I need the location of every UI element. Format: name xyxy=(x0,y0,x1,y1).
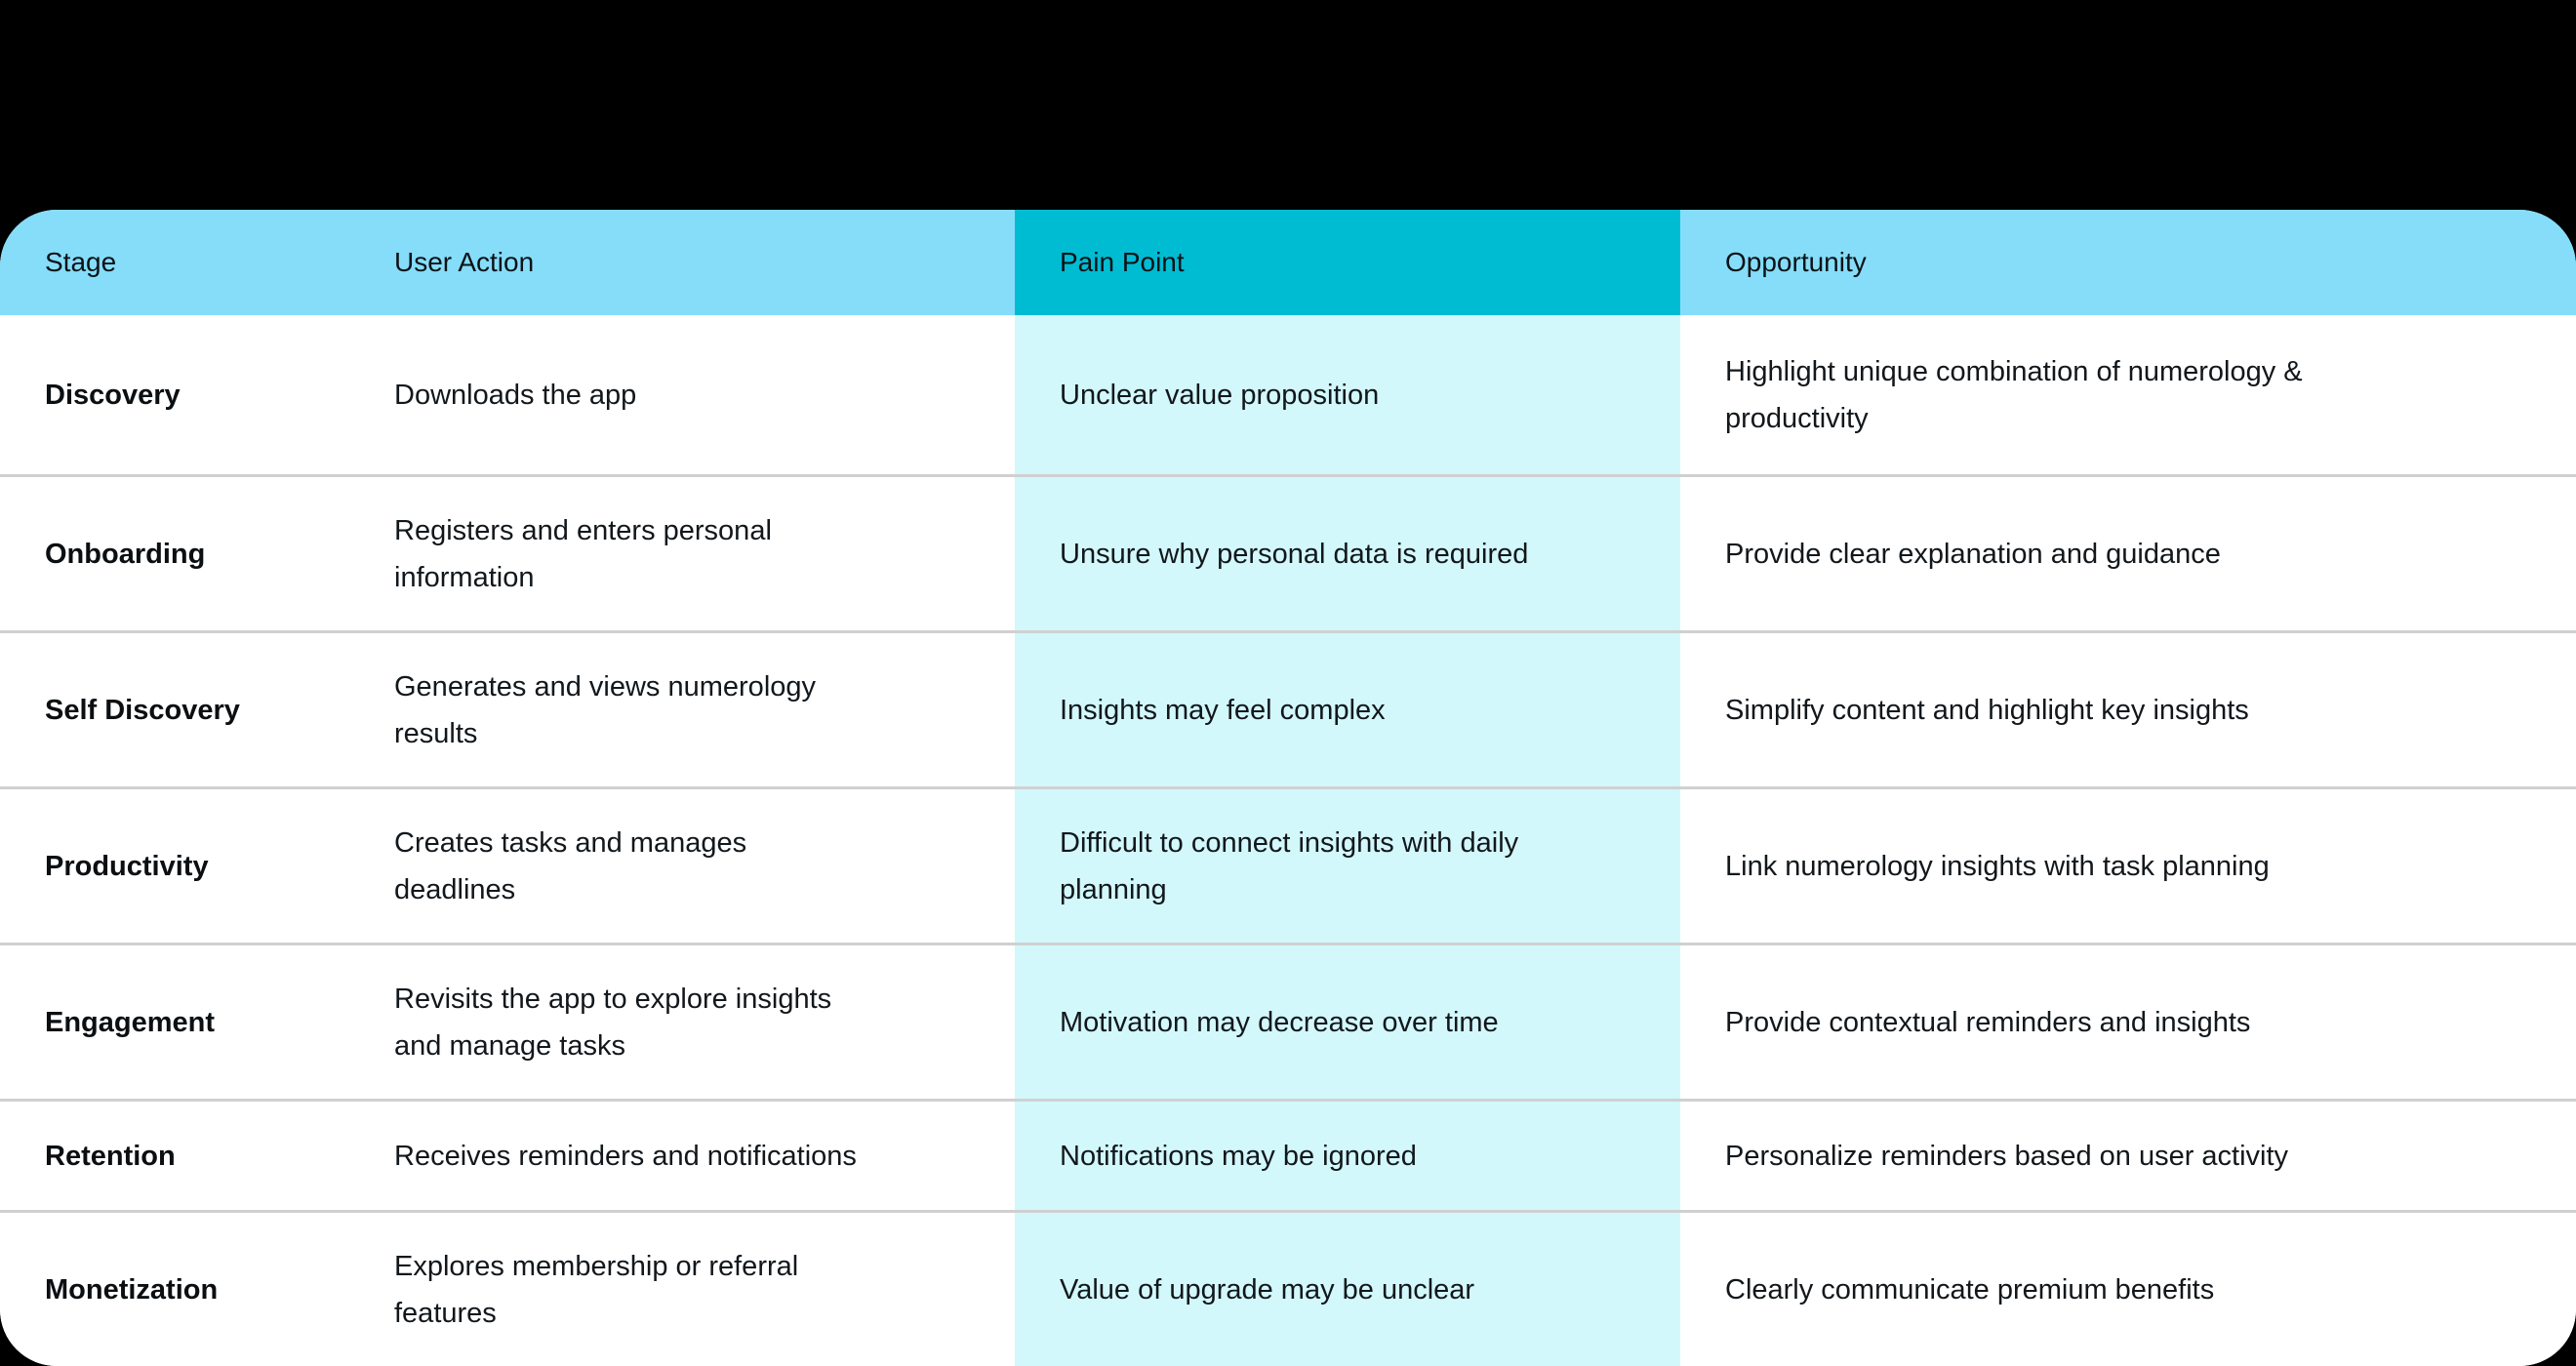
table-row: Monetization Explores membership or refe… xyxy=(0,1210,2576,1366)
table-row: Engagement Revisits the app to explore i… xyxy=(0,943,2576,1099)
pain-point-cell: Insights may feel complex xyxy=(1015,633,1680,786)
stage-cell: Discovery xyxy=(45,379,181,411)
stage-cell: Monetization xyxy=(45,1273,219,1306)
column-header-opportunity: Opportunity xyxy=(1725,247,1867,277)
stage-cell: Engagement xyxy=(45,1006,216,1038)
user-action-cell: Revisits the app to explore insights and… xyxy=(394,983,832,1062)
opportunity-cell: Clearly communicate premium benefits xyxy=(1725,1273,2215,1306)
stage-cell: Productivity xyxy=(45,850,209,882)
opportunity-cell: Provide clear explanation and guidance xyxy=(1725,538,2221,570)
pain-point-cell: Difficult to connect insights with daily… xyxy=(1015,789,1680,943)
column-header-pain-point: Pain Point xyxy=(1015,210,1680,315)
pain-point-cell: Value of upgrade may be unclear xyxy=(1015,1213,1680,1366)
table-row: Discovery Downloads the app Unclear valu… xyxy=(0,315,2576,474)
pain-point-cell: Notifications may be ignored xyxy=(1015,1102,1680,1210)
table-body: Discovery Downloads the app Unclear valu… xyxy=(0,315,2576,1366)
user-action-cell: Explores membership or referral features xyxy=(394,1250,799,1329)
user-action-cell: Registers and enters personal informatio… xyxy=(394,514,772,593)
opportunity-cell: Highlight unique combination of numerolo… xyxy=(1725,355,2303,434)
user-action-cell: Downloads the app xyxy=(394,379,637,411)
column-header-user-action: User Action xyxy=(394,247,535,277)
stage-cell: Self Discovery xyxy=(45,694,240,726)
opportunity-cell: Simplify content and highlight key insig… xyxy=(1725,694,2249,726)
opportunity-cell: Personalize reminders based on user acti… xyxy=(1725,1140,2289,1172)
pain-point-cell: Unsure why personal data is required xyxy=(1015,477,1680,630)
table-header-row: Stage User Action Pain Point Opportunity xyxy=(0,210,2576,315)
user-journey-table-card: Stage User Action Pain Point Opportunity… xyxy=(0,210,2576,1366)
stage-cell: Onboarding xyxy=(45,538,206,570)
table-row: Self Discovery Generates and views numer… xyxy=(0,630,2576,786)
table-row: Productivity Creates tasks and manages d… xyxy=(0,786,2576,943)
stage-cell: Retention xyxy=(45,1140,176,1172)
user-action-cell: Generates and views numerology results xyxy=(394,670,817,749)
table-row: Retention Receives reminders and notific… xyxy=(0,1099,2576,1210)
pain-point-cell: Unclear value proposition xyxy=(1015,315,1680,474)
user-action-cell: Creates tasks and manages deadlines xyxy=(394,826,747,905)
user-action-cell: Receives reminders and notifications xyxy=(394,1140,857,1172)
opportunity-cell: Provide contextual reminders and insight… xyxy=(1725,1006,2251,1038)
table-row: Onboarding Registers and enters personal… xyxy=(0,474,2576,630)
column-header-stage: Stage xyxy=(45,247,117,277)
opportunity-cell: Link numerology insights with task plann… xyxy=(1725,850,2270,882)
pain-point-cell: Motivation may decrease over time xyxy=(1015,945,1680,1099)
